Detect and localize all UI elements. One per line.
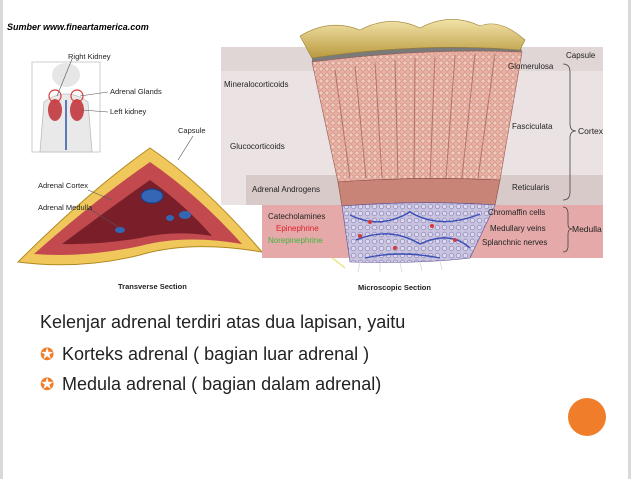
slide-left-border [0, 0, 3, 479]
right-kidney-label: Right Kidney [68, 52, 111, 61]
right-kidney-shape [48, 99, 62, 121]
bullet-item: ✪ Korteks adrenal ( bagian luar adrenal … [40, 344, 369, 365]
medullary-vein-shape [166, 215, 174, 221]
reticularis-tissue-shape [337, 178, 501, 207]
reticularis-label: Reticularis [512, 183, 549, 192]
medullary-vein-shape [179, 211, 191, 219]
intro-text: Kelenjar adrenal terdiri atas dua lapisa… [40, 312, 406, 332]
splanchnic-nerve-strands [357, 260, 443, 273]
bullet-ring-icon: ✪ [40, 374, 55, 394]
adrenal-glands-label: Adrenal Glands [110, 87, 162, 96]
transverse-capsule-label: Capsule [178, 126, 206, 135]
medulla-tissue-shape [341, 202, 496, 263]
body-head-shape [52, 63, 80, 87]
fasciculata-tissue-shape [311, 50, 523, 183]
bullet-text: Medula adrenal ( bagian dalam adrenal) [62, 374, 382, 394]
adrenal-gland-illustration: Right Kidney Adrenal Glands Left kidney … [16, 19, 604, 292]
cortex-label: Cortex [578, 126, 604, 136]
norepinephrine-label: Norepinephrine [268, 236, 323, 245]
left-kidney-shape [70, 99, 84, 121]
bullet-ring-icon: ✪ [40, 344, 55, 364]
medullary-red-vessels [358, 220, 457, 250]
transverse-section [16, 135, 264, 266]
fat-layer-shape [299, 19, 526, 59]
source-credit: Sumber www.fineartamerica.com [7, 22, 149, 32]
capsule-label: Capsule [566, 51, 596, 60]
mineralocorticoids-label: Mineralocorticoids [224, 80, 288, 89]
slide-right-border [628, 0, 631, 479]
fasciculata-columns [334, 53, 496, 179]
adrenal-glands-marker [70, 89, 84, 103]
microscopic-section [299, 19, 526, 273]
adrenal-medulla-shape [62, 180, 212, 245]
microscopic-section-caption: Microscopic Section [358, 283, 431, 292]
glomerulosa-label: Glomerulosa [508, 62, 554, 71]
adrenal-androgens-label: Adrenal Androgens [252, 185, 320, 194]
left-kidney-label: Left kidney [110, 107, 147, 116]
central-vein-shape [140, 188, 164, 204]
adrenal-medulla-label: Adrenal Medulla [38, 203, 93, 212]
epinephrine-label: Epinephrine [276, 224, 319, 233]
medulla-label: Medulla [572, 224, 602, 234]
cortex-brace-shape [562, 63, 577, 201]
bullet-item: ✪ Medula adrenal ( bagian dalam adrenal) [40, 374, 381, 395]
body-inset [31, 58, 109, 153]
adrenal-cortex-label: Adrenal Cortex [38, 181, 88, 190]
glucocorticoids-label: Glucocorticoids [230, 142, 285, 151]
transverse-section-caption: Transverse Section [118, 282, 187, 291]
decorative-orange-circle [568, 398, 606, 436]
adrenal-glands-marker [48, 89, 62, 103]
medullary-veins-label: Medullary veins [490, 224, 546, 233]
chromaffin-cells-label: Chromaffin cells [488, 208, 545, 217]
fasciculata-label: Fasciculata [512, 122, 553, 131]
medulla-brace-shape [562, 206, 573, 253]
medullary-vein-shape [115, 227, 125, 233]
catecholamines-label: Catecholamines [268, 212, 325, 221]
bullet-text: Korteks adrenal ( bagian luar adrenal ) [62, 344, 370, 364]
splanchnic-nerves-label: Splanchnic nerves [482, 238, 547, 247]
